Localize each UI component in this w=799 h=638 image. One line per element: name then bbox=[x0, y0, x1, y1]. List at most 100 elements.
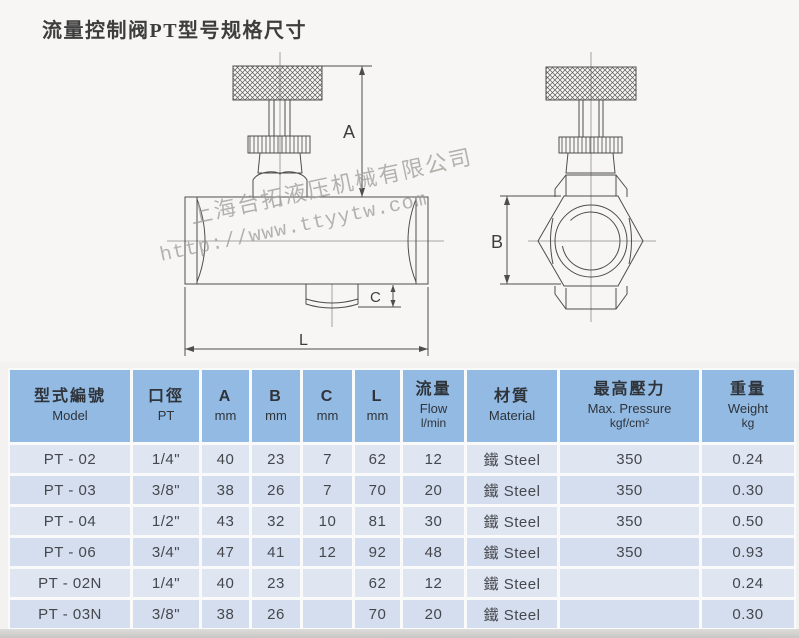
valve-side-view bbox=[500, 52, 656, 322]
header-en: Material bbox=[488, 407, 536, 423]
knurled-disc-side bbox=[558, 136, 623, 154]
cell-weight: 0.93 bbox=[702, 538, 794, 566]
cell-material: 鐵 Steel bbox=[467, 445, 557, 473]
drawing-area: 流量控制阀PT型号规格尺寸 bbox=[42, 20, 656, 356]
cell-weight: 0.24 bbox=[702, 445, 794, 473]
header-en: mm bbox=[265, 407, 287, 423]
cell-pt: 1/4" bbox=[133, 445, 199, 473]
cell-material: 鐵 Steel bbox=[467, 538, 557, 566]
cell-a: 40 bbox=[202, 445, 249, 473]
cell-flow: 12 bbox=[403, 569, 464, 597]
cell-c-slash bbox=[303, 600, 352, 628]
cell-material: 鐵 Steel bbox=[467, 507, 557, 535]
dim-label-a: A bbox=[343, 122, 355, 142]
cell-l: 62 bbox=[355, 569, 400, 597]
cell-b: 23 bbox=[252, 569, 300, 597]
bottom-strip bbox=[0, 629, 799, 638]
cell-model: PT - 04 bbox=[10, 507, 130, 535]
cell-flow: 20 bbox=[403, 600, 464, 628]
cell-model: PT - 03 bbox=[10, 476, 130, 504]
dim-label-c: C bbox=[370, 289, 381, 306]
cell-model: PT - 03N bbox=[10, 600, 130, 628]
header-zh: 型式編號 bbox=[33, 388, 106, 406]
header-zh: C bbox=[320, 388, 335, 406]
cell-weight: 0.50 bbox=[702, 507, 794, 535]
cell-pt: 1/4" bbox=[133, 569, 199, 597]
cell-material: 鐵 Steel bbox=[467, 600, 557, 628]
knurled-knob-side bbox=[545, 66, 637, 101]
valve-body-front bbox=[184, 196, 429, 285]
header-zh: 重量 bbox=[729, 381, 766, 399]
cell-weight: 0.30 bbox=[702, 476, 794, 504]
header-zh: B bbox=[269, 388, 283, 406]
cell-flow: 12 bbox=[403, 445, 464, 473]
header-en: Max. Pressure bbox=[587, 400, 672, 416]
header-zh: 最高壓力 bbox=[593, 381, 666, 399]
cell-pressure: 350 bbox=[560, 445, 699, 473]
knurled-disc-front bbox=[247, 135, 311, 154]
cell-flow: 20 bbox=[403, 476, 464, 504]
cell-b: 26 bbox=[252, 600, 300, 628]
cell-pressure: 350 bbox=[560, 507, 699, 535]
cell-b: 23 bbox=[252, 445, 300, 473]
header-en: mm bbox=[316, 407, 339, 423]
cell-c: 12 bbox=[303, 538, 352, 566]
header-en: mm bbox=[366, 407, 389, 423]
cell-flow: 48 bbox=[403, 538, 464, 566]
cell-material: 鐵 Steel bbox=[467, 569, 557, 597]
header-en: Flow bbox=[419, 400, 448, 416]
header-zh: A bbox=[218, 388, 233, 406]
header-en: mm bbox=[214, 407, 237, 423]
header-sub: kgf/cm² bbox=[609, 415, 650, 430]
cell-pressure-slash bbox=[560, 600, 699, 628]
header-zh: 流量 bbox=[415, 381, 452, 399]
cell-b: 32 bbox=[252, 507, 300, 535]
cell-b: 41 bbox=[252, 538, 300, 566]
cell-pt: 3/8" bbox=[133, 476, 199, 504]
cell-a: 38 bbox=[202, 476, 249, 504]
cell-pt: 3/8" bbox=[133, 600, 199, 628]
cell-pressure: 350 bbox=[560, 538, 699, 566]
cell-a: 40 bbox=[202, 569, 249, 597]
header-zh: 材質 bbox=[493, 388, 530, 406]
header-en: Weight bbox=[727, 400, 769, 416]
valve-drawings: A C L bbox=[167, 52, 656, 356]
cell-c: 7 bbox=[303, 445, 352, 473]
header-zh: 口徑 bbox=[147, 388, 184, 406]
cell-c: 10 bbox=[303, 507, 352, 535]
cell-l: 70 bbox=[355, 600, 400, 628]
page-title: 流量控制阀PT型号规格尺寸 bbox=[42, 20, 308, 42]
header-zh: L bbox=[371, 388, 384, 406]
cell-pt: 1/2" bbox=[133, 507, 199, 535]
cell-c-slash bbox=[303, 569, 352, 597]
dim-label-l: L bbox=[299, 332, 308, 349]
cell-l: 70 bbox=[355, 476, 400, 504]
cell-weight: 0.30 bbox=[702, 600, 794, 628]
cell-l: 62 bbox=[355, 445, 400, 473]
cell-weight: 0.24 bbox=[702, 569, 794, 597]
knurled-knob-front bbox=[232, 65, 323, 101]
dim-label-b: B bbox=[491, 232, 503, 252]
cell-pressure-slash bbox=[560, 569, 699, 597]
valve-front-view bbox=[167, 52, 444, 356]
cell-a: 47 bbox=[202, 538, 249, 566]
cell-b: 26 bbox=[252, 476, 300, 504]
cell-material: 鐵 Steel bbox=[467, 476, 557, 504]
cell-model: PT - 06 bbox=[10, 538, 130, 566]
cell-a: 38 bbox=[202, 600, 249, 628]
header-en: PT bbox=[157, 407, 175, 423]
cell-c: 7 bbox=[303, 476, 352, 504]
cell-pressure: 350 bbox=[560, 476, 699, 504]
cell-pt: 3/4" bbox=[133, 538, 199, 566]
header-en: Model bbox=[52, 407, 88, 423]
